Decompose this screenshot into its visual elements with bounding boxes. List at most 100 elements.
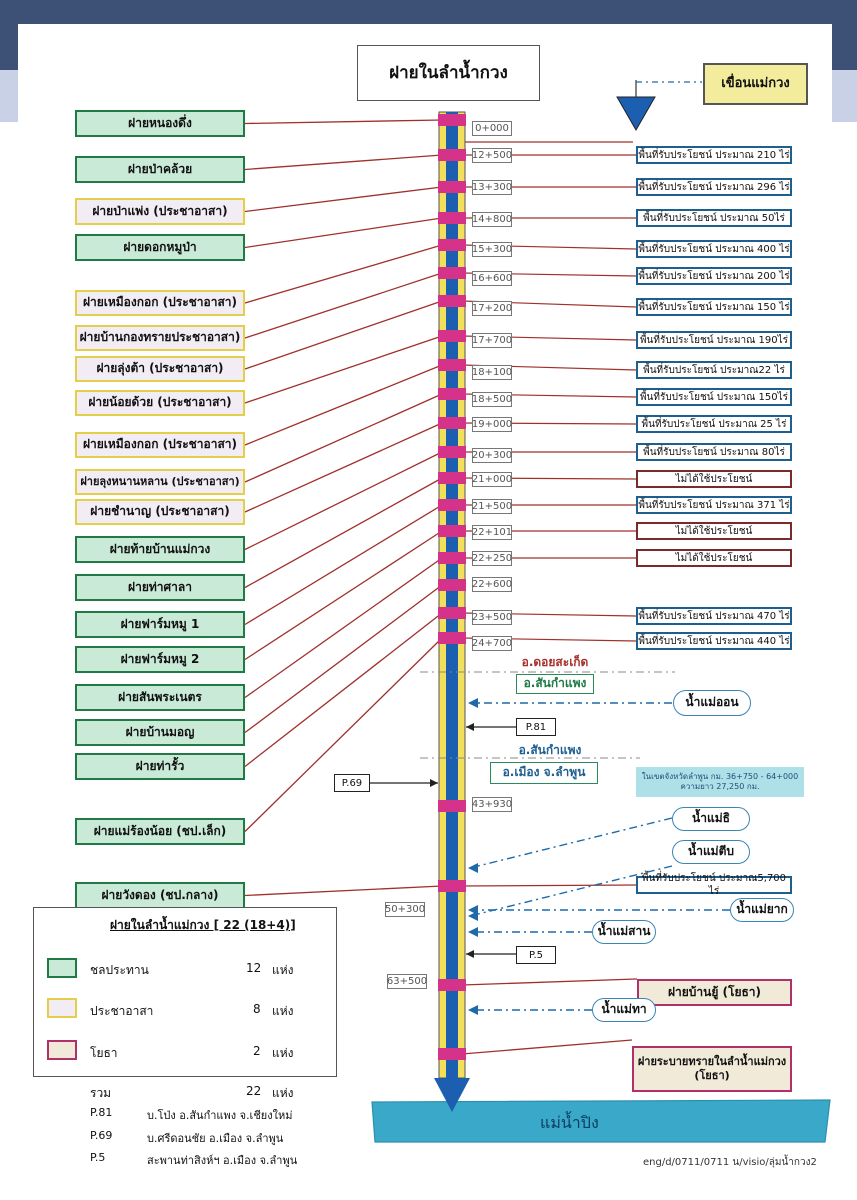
weir-link-line: [244, 584, 443, 734]
weir-node: [438, 552, 466, 564]
tributary-label: น้ำแม่ออน: [673, 690, 751, 716]
benefit-area-label: พื้นที่รับประโยชน์ ประมาณ 200 ไร่: [636, 267, 792, 285]
station-arrow-icon: [466, 723, 474, 731]
benefit-area-label: พื้นที่รับประโยชน์ ประมาณ 150 ไร่: [636, 298, 792, 316]
tributary-label: น้ำแม่ตีบ: [672, 840, 750, 864]
weir-node: [438, 880, 466, 892]
chainage-label: 17+200: [471, 301, 513, 316]
legend-swatch-volunteer: [47, 998, 77, 1018]
legend-title: ฝายในลำน้ำแม่กวง [ 22 (18+4)]: [110, 918, 296, 932]
benefit-area-label: พื้นที่รับประโยชน์ ประมาณ 150ไร่: [636, 388, 792, 406]
gauge-station-label: P.69: [334, 774, 370, 792]
weir-label: ฝายดอกหมูป่า: [75, 234, 245, 261]
weir-label: ฝายระบายทรายในลำน้ำแม่กวง (โยธา): [632, 1046, 792, 1092]
gauge-station-label: P.5: [516, 946, 556, 964]
tributary-label: น้ำแม่ทา: [592, 998, 656, 1022]
flow-arrows: [370, 698, 730, 1015]
chainage-label: 17+700: [471, 333, 513, 348]
benefit-area-label: พื้นที่รับประโยชน์ ประมาณ 210 ไร่: [636, 146, 792, 164]
chainage-label: 0+000: [472, 121, 512, 136]
legend-total-count: 22: [246, 1084, 262, 1098]
weir-node: [438, 499, 466, 511]
benefit-area-label: ไม่ได้ใช้ประโยชน์: [636, 470, 792, 488]
tributary-arrow-icon: [468, 863, 478, 873]
weir-link-line: [244, 422, 443, 513]
weir-link-line: [244, 612, 443, 768]
weir-node: [438, 446, 466, 458]
weir-node: [438, 359, 466, 371]
legend-box: [33, 907, 337, 1077]
weir-link-line: [244, 393, 443, 483]
tributary-arrow-icon: [468, 1005, 478, 1015]
weir-node: [438, 330, 466, 342]
weir-link-line: [244, 530, 443, 661]
link-lines: [244, 119, 638, 1055]
weir-link-line: [244, 885, 443, 897]
chainage-label: 22+250: [471, 551, 513, 566]
weir-label: ฝายบ้านมอญ: [75, 719, 245, 746]
legend-label-public-works: โยธา: [90, 1046, 118, 1060]
weir-link-line: [244, 272, 443, 339]
legend-station-code-p69: P.69: [90, 1129, 113, 1142]
weir-label: ฝายน้อยด้วย (ประชาอาสา): [75, 390, 245, 416]
ping-river-shape: [371, 1099, 831, 1143]
chainage-label: 50+300: [384, 902, 426, 917]
tributary-label: น้ำแม่ธิ: [672, 807, 750, 831]
district-doi-saket: อ.ดอยสะเก็ด: [521, 655, 589, 670]
weir-node: [438, 1048, 466, 1060]
weir-label: ฝายท่าศาลา: [75, 574, 245, 601]
chainage-label: 22+600: [471, 577, 513, 592]
weir-label: ฝายฟาร์มหมู 2: [75, 646, 245, 673]
diagram-title: ฝายในลำน้ำกวง: [357, 45, 540, 101]
weir-label: ฝายเหมืองกอก (ประชาอาสา): [75, 290, 245, 316]
legend-station-code-p5: P.5: [90, 1151, 106, 1164]
benefit-area-label: พื้นที่รับประโยชน์ ประมาณ 470 ไร่: [636, 607, 792, 625]
weir-node: [438, 417, 466, 429]
station-arrow-icon: [466, 950, 474, 958]
weir-link-line: [244, 244, 443, 304]
weir-link-line: [244, 364, 443, 446]
legend-swatch-public-works: [47, 1040, 77, 1060]
legend-unit-irrigation: แห่ง: [272, 963, 294, 977]
weir-link-line: [244, 300, 443, 370]
weir-node: [438, 212, 466, 224]
weir-node: [438, 388, 466, 400]
benefit-area-label: พื้นที่รับประโยชน์ ประมาณ22 ไร่: [636, 361, 792, 379]
legend-count-volunteer: 8: [253, 1002, 261, 1016]
legend-swatch-irrigation: [47, 958, 77, 978]
weir-link-line: [244, 637, 443, 832]
footer-text: eng/d/0711/0711 น/visio/ลุ่มน้ำกวง2: [643, 1157, 817, 1168]
weir-node: [438, 607, 466, 619]
chainage-label: 20+300: [471, 448, 513, 463]
river-channel: [371, 80, 831, 1143]
lamphun-note: ในเขตจังหวัดลำพูน กม. 36+750 - 64+000 คว…: [636, 767, 804, 797]
weir-link-line: [244, 119, 443, 125]
weir-node: [438, 979, 466, 991]
chainage-label: 12+500: [471, 148, 513, 163]
legend-label-volunteer: ประชาอาสา: [90, 1004, 154, 1018]
chainage-label: 16+600: [471, 271, 513, 286]
tributary-arrow-icon: [468, 905, 478, 915]
weir-link-line: [461, 978, 638, 986]
tributary-flow-line: [469, 817, 673, 869]
river-water: [446, 112, 458, 1078]
weir-link-line: [244, 154, 443, 171]
benefit-area-label: พื้นที่รับประโยชน์ ประมาณ 190ไร่: [636, 331, 792, 349]
weir-label: ฝายหนองดึ่ง: [75, 110, 245, 137]
legend-unit-volunteer: แห่ง: [272, 1004, 294, 1018]
weir-label: ฝายท่ารั้ว: [75, 753, 245, 780]
legend-unit-public-works: แห่ง: [272, 1046, 294, 1060]
weir-link-line: [244, 557, 443, 699]
weir-label: ฝายชำนาญ (ประชาอาสา): [75, 499, 245, 525]
weir-link-line: [244, 504, 443, 626]
weir-node: [438, 149, 466, 161]
chainage-label: 63+500: [386, 974, 428, 989]
weir-node: [438, 800, 466, 812]
chainage-label: 15+300: [471, 242, 513, 257]
area-link-line: [461, 884, 637, 887]
chainage-label: 14+800: [471, 212, 513, 227]
chainage-label: 21+000: [471, 472, 513, 487]
benefit-area-label: พื้นที่รับประโยชน์ ประมาณ 50ไร่: [636, 209, 792, 227]
benefit-area-label: พื้นที่รับประโยชน์ ประมาณ 296 ไร่: [636, 178, 792, 196]
river-outflow-arrow: [434, 1078, 470, 1112]
